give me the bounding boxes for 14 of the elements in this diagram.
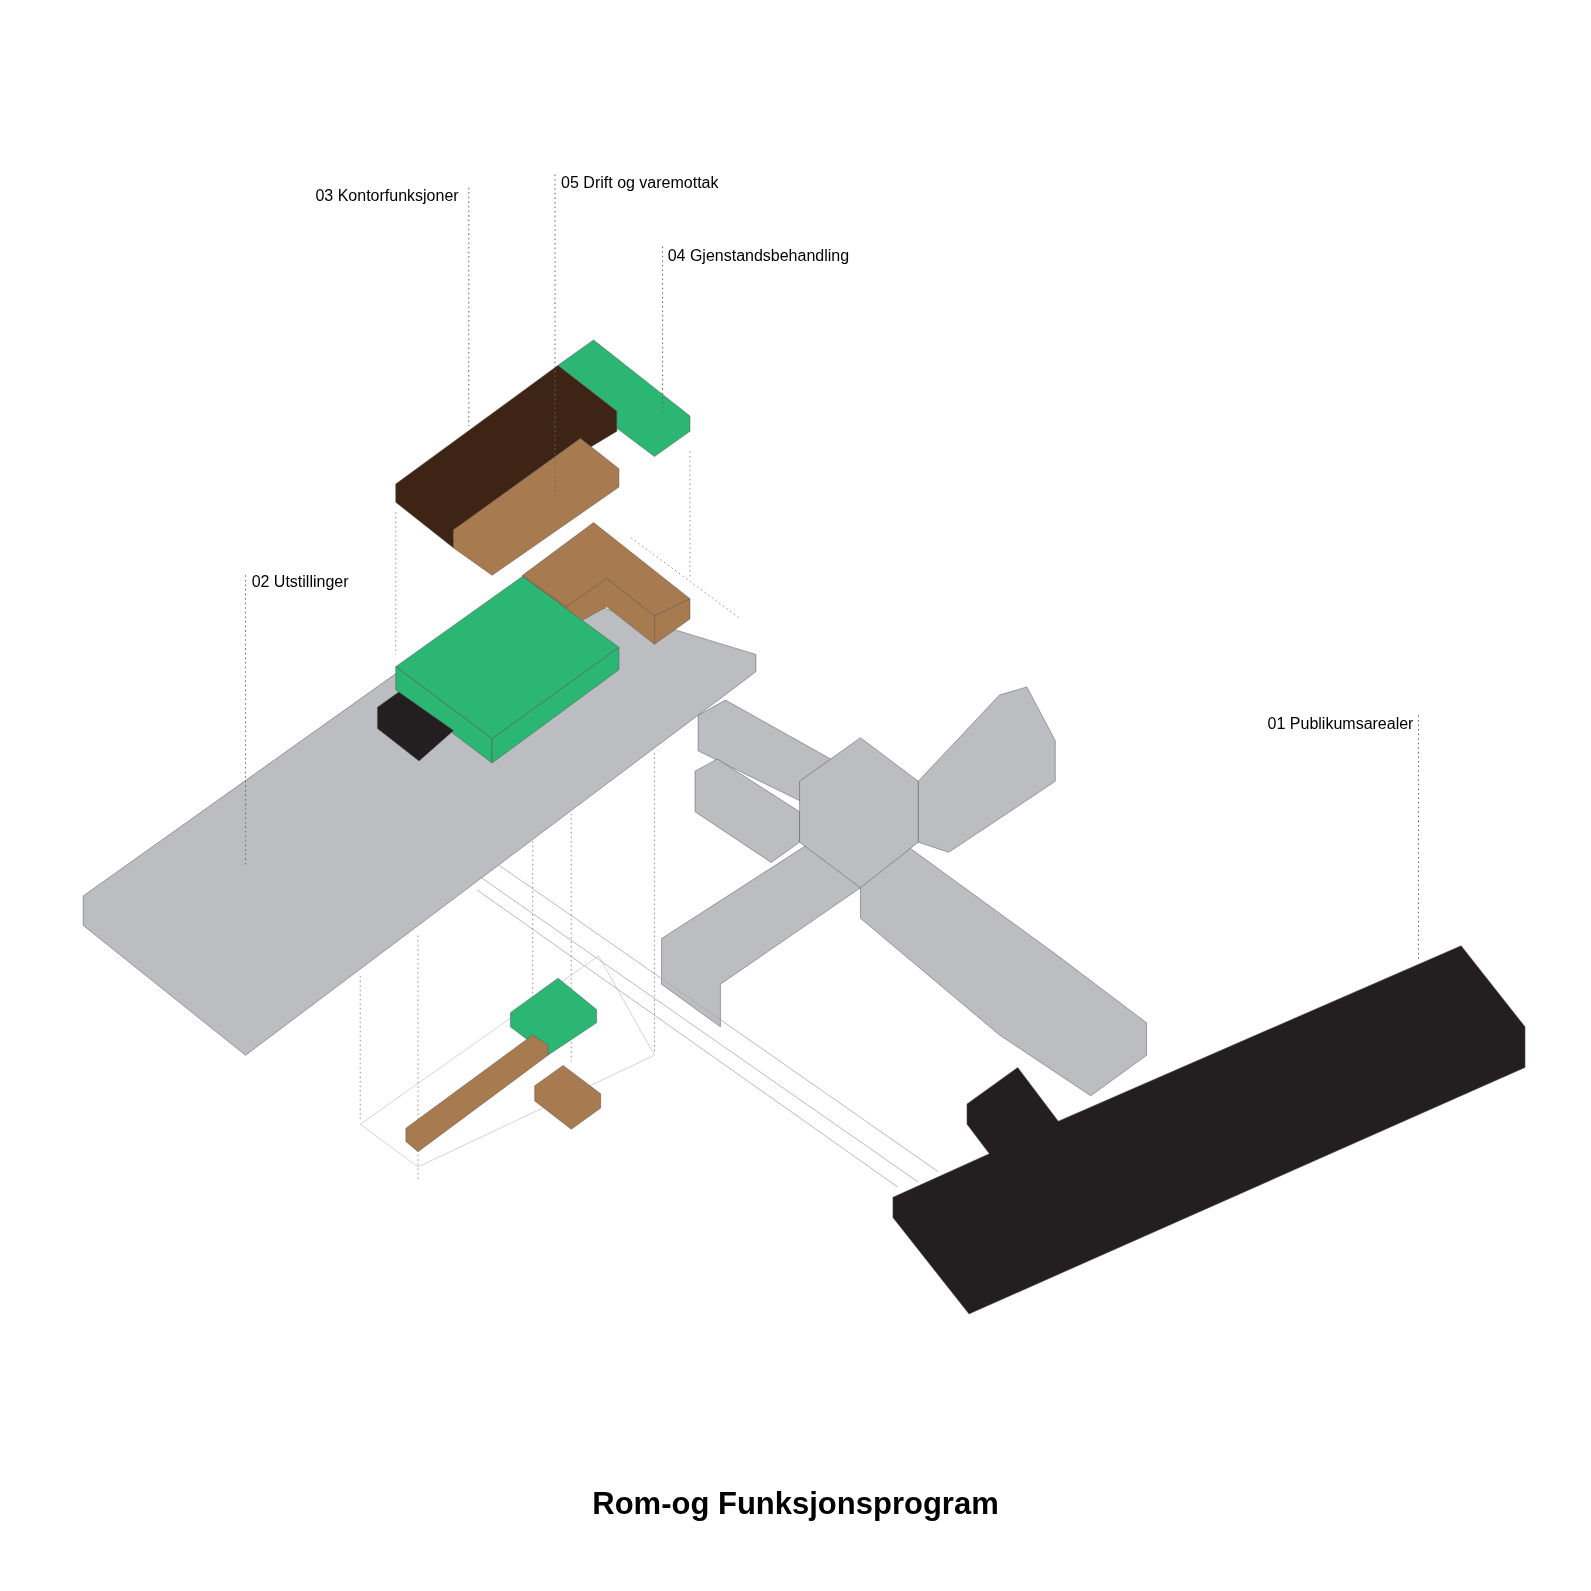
callout-label: 05 Drift og varemottak [561,174,719,191]
leader-line [662,246,664,415]
diagram-title: Rom-og Funksjonsprogram [591,1485,1000,1524]
callout-label: 03 Kontorfunksjoner [315,187,459,204]
callout-label: 04 Gjenstandsbehandling [667,247,850,264]
leader-line [554,174,556,496]
exhibition-slab [82,522,757,1056]
callout-label: 02 Utstillinger [251,574,349,591]
operations-volume [453,438,620,576]
public-area-volume [892,945,1526,1315]
office-volume [395,365,618,549]
conservation-volume [557,339,691,457]
leader-line [1418,714,1419,960]
callout-label: 01 Publikumsarealer [1267,716,1414,733]
